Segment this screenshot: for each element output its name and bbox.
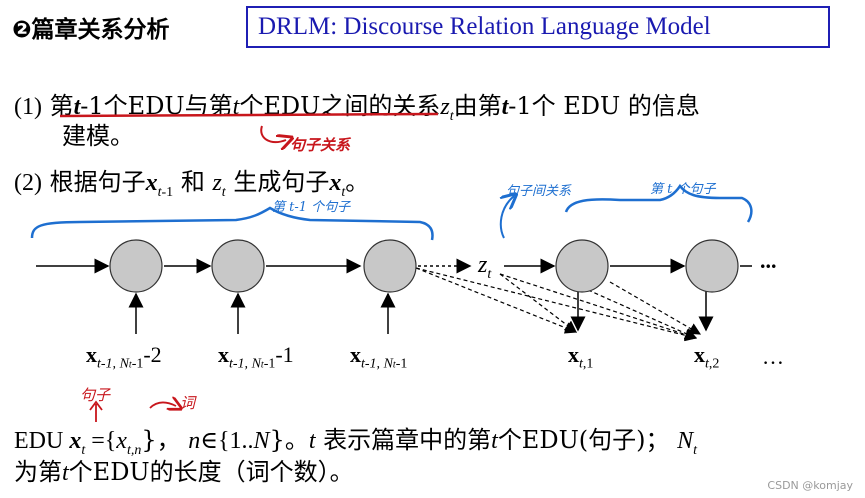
def-xn-sub: t,n [126,442,142,458]
point-1-continued: 建模。 [62,122,134,150]
point-2: (2) 根据句子xt-1 和 zt 生成句子xt。 [14,162,369,201]
blue-hook-arrow [501,196,514,239]
point-2-number: (2) [14,170,42,196]
annotation-current-sentence: 第 t 个句子 [650,182,716,197]
annotation-prev-sentence: 第 t-1 个句子 [272,200,351,215]
def-Nt: N [677,428,694,454]
def-Nt-sub: t [693,442,698,458]
model-name-box: DRLM: Discourse Relation Language Model [246,6,830,48]
var-t: t [501,94,509,120]
right-ellipsis: … [762,344,784,369]
section-title-text: 篇章关系分析 [31,17,170,43]
section-title: ❷篇章关系分析 [12,10,169,44]
var-z: z [440,94,450,120]
right-label-2: xt,2 [694,342,720,372]
definition-line-1: EDU xt ={xt,n}， n∈{1..N}。t 表示篇章中的第t个EDU(… [14,420,697,459]
rnn-node-3 [363,239,417,293]
annotation-sentence: 句子 [80,386,111,404]
def2-text-b: 个EDU的长度（词个数）。 [68,458,354,486]
red-underline [59,112,439,118]
point-2-text-a: 根据句子 [49,168,146,196]
var-x: x [329,170,342,196]
bullet-icon: ❷ [12,17,32,43]
blue-brace-right [564,183,753,223]
var-z: z [212,170,222,196]
def-text-b: 个EDU(句子)； [497,426,678,454]
red-hook-arrow [260,125,286,142]
def-close: }， [141,426,189,454]
node-to-out-3 [609,281,702,335]
var-x: x [145,170,158,196]
def-n: n [188,428,201,454]
def-x-sub: t [81,442,86,458]
annotation-sentence-relation: 句子间关系 [506,184,572,199]
var-t: t [73,94,81,120]
blue-brace-left [30,206,434,241]
point-1-text-e: -1个 EDU 的信息 [508,92,700,120]
point-2-text-d: 。 [345,168,370,196]
point-1-text-d: 由第 [453,92,502,120]
def-eq: ={ [85,428,117,454]
red-up-arrow [89,400,103,422]
def-edu: EDU [14,428,70,454]
point-2-text-c: 生成句子 [225,168,330,196]
def-t: t [308,428,316,454]
def-range: ∈{1.. [200,428,254,454]
var-z-sub: t [221,184,226,200]
def-x: x [69,428,82,454]
rnn-node-2 [211,239,265,293]
def-t2: t [491,428,498,454]
point-1: (1) 第t-1个EDU与第t个EDU之间的关系zt由第t-1个 EDU 的信息 [14,86,700,125]
definition-line-2: 为第t个EDU的长度（词个数）。 [14,452,354,487]
red-hook-word [149,403,176,409]
point-1-number: (1) [14,94,42,120]
def-range-close: }。 [269,426,309,454]
ellipsis-right: ... [760,248,777,273]
var-x-sub-offset: -1 [161,184,174,200]
def-text-a: 表示篇章中的第 [315,426,492,454]
rnn-node-1 [109,239,163,293]
rnn-node-4 [555,239,609,293]
def2-text-a: 为第 [14,458,62,486]
var-z-sub: t [449,108,454,124]
right-label-1: xt,1 [568,342,594,372]
point-2-text-b: 和 [173,168,213,196]
dashed-fan-arrows [415,267,698,342]
def-xn: x [116,428,127,454]
bottom-label-1: xt-1, Nt-1-2 [86,342,162,372]
def2-t: t [62,460,69,486]
annotation-word: 词 [180,394,196,412]
bottom-label-2: xt-1, Nt-1-1 [218,342,294,372]
var-t: t [232,94,240,120]
bottom-label-3: xt-1, Nt-1 [350,342,408,372]
annotation-relation: 句子关系 [290,136,351,154]
rnn-node-5 [685,239,739,293]
var-x-sub: t [341,184,346,200]
def-N: N [253,428,270,454]
watermark: CSDN @komjay [767,479,853,492]
z-t-label: zt [478,252,492,282]
var-x-sub: t [157,184,162,200]
